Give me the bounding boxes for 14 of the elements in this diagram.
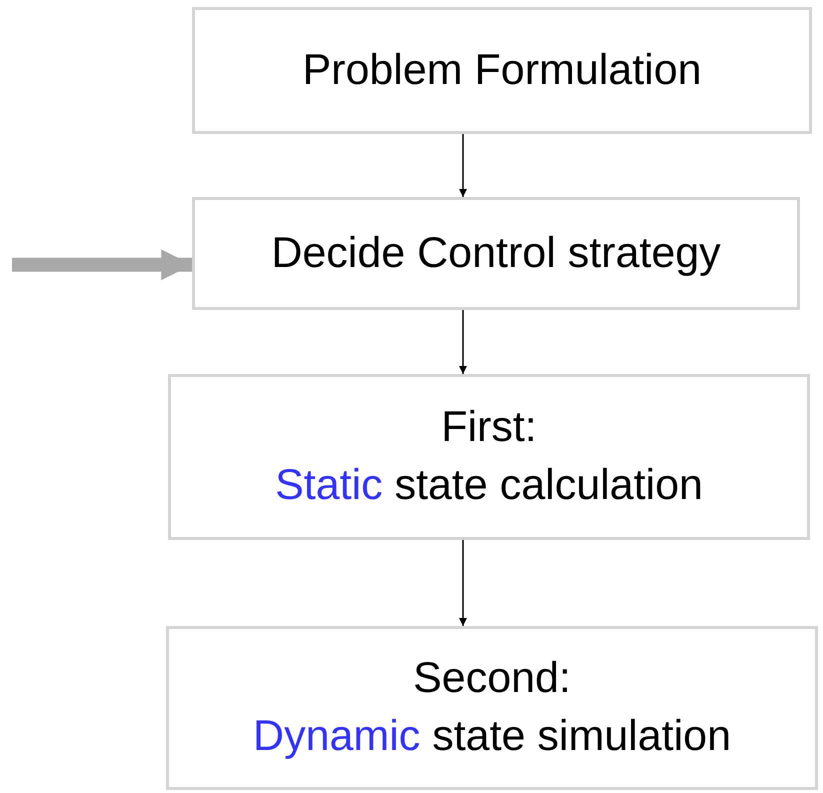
box-text: Decide Control strategy xyxy=(271,228,721,279)
process-box xyxy=(192,7,812,134)
process-box xyxy=(192,197,800,310)
arrow xyxy=(459,134,467,197)
box-text: Second: xyxy=(413,653,571,704)
process-box xyxy=(166,626,818,790)
arrow xyxy=(459,310,467,374)
box-text: First: xyxy=(441,402,537,454)
box-text: Problem Formulation xyxy=(302,44,702,96)
arrow xyxy=(459,540,467,626)
box-text: Static state calculation xyxy=(275,460,703,511)
process-box xyxy=(168,374,810,540)
box-text: Dynamic state simulation xyxy=(253,711,731,762)
arrow xyxy=(12,249,192,280)
